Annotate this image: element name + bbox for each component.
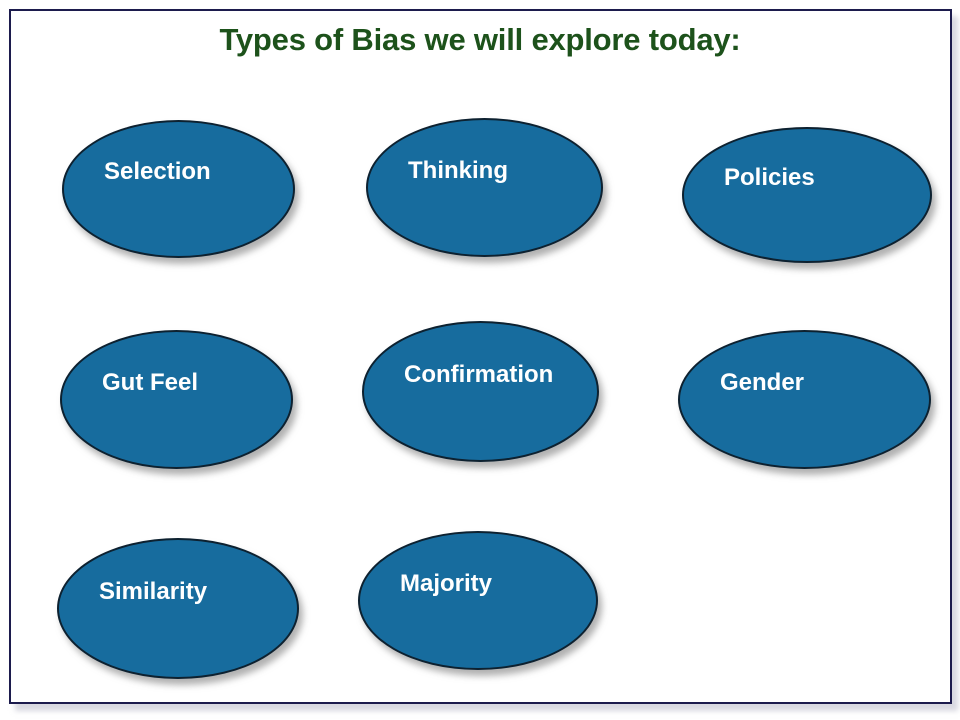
bias-bubble-gender: Gender bbox=[678, 330, 931, 469]
bubble-label-selection: Selection bbox=[104, 158, 211, 185]
bubble-label-gender: Gender bbox=[720, 368, 805, 396]
bubble-label-majority: Majority bbox=[400, 569, 493, 597]
bias-bubble-policies: Policies bbox=[682, 127, 932, 263]
bubble-label-thinking: Thinking bbox=[408, 156, 508, 184]
bubble-label-similarity: Similarity bbox=[99, 577, 208, 605]
slide-title: Types of Bias we will explore today: bbox=[219, 22, 741, 57]
bias-bubble-selection: Selection bbox=[62, 120, 295, 258]
bubble-label-gut-feel: Gut Feel bbox=[102, 368, 199, 396]
bias-bubble-similarity: Similarity bbox=[57, 538, 299, 679]
bubble-label-confirmation: Confirmation bbox=[404, 360, 554, 388]
bias-bubble-majority: Majority bbox=[358, 531, 598, 670]
bias-bubble-thinking: Thinking bbox=[366, 118, 603, 257]
bias-bubble-confirmation: Confirmation bbox=[362, 321, 599, 462]
bias-bubble-gut-feel: Gut Feel bbox=[60, 330, 293, 469]
slide-border-frame bbox=[9, 9, 952, 704]
bubble-label-policies: Policies bbox=[724, 164, 815, 191]
